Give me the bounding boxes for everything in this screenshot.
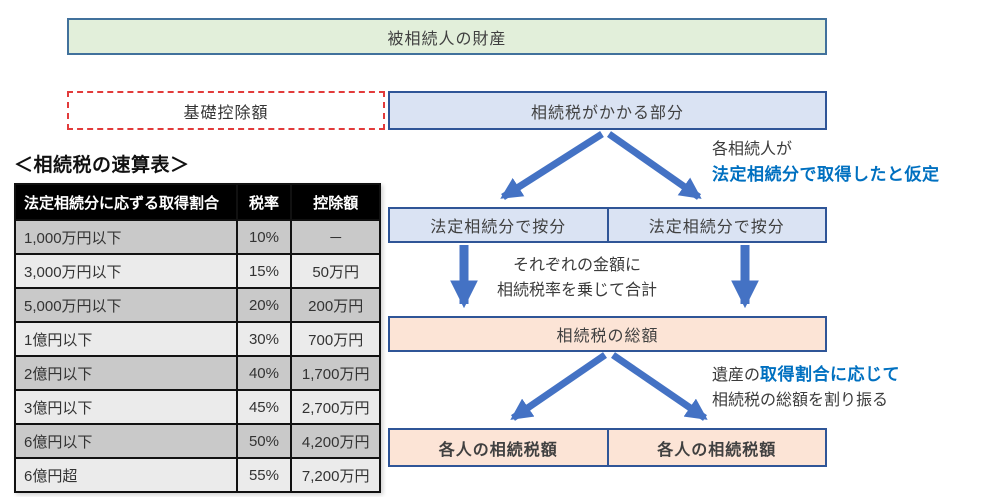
- range-cell: 5,000万円以下: [14, 287, 238, 323]
- annotation-allocate: 遺産の取得割合に応じて 相続税の総額を割り振る: [712, 362, 900, 413]
- table-header-row: 法定相続分に応ずる取得割合 税率 控除額: [14, 183, 381, 221]
- per-person-pair-box: 各人の相続税額 各人の相続税額: [388, 428, 827, 467]
- table-title: ＜相続税の速算表＞: [14, 155, 190, 176]
- deduction-cell: 1,700万円: [290, 355, 381, 391]
- table-row: 1,000万円以下 10% －: [14, 219, 381, 255]
- per-person-right-box: 各人の相続税額: [606, 430, 826, 465]
- table-row: 1億円以下 30% 700万円: [14, 321, 381, 357]
- range-cell: 6億円以下: [14, 423, 238, 459]
- annotation-allocate-prefix: 遺産の: [712, 367, 761, 384]
- rate-cell: 30%: [235, 321, 293, 357]
- deduction-cell: 2,700万円: [290, 389, 381, 425]
- range-cell: 2億円以下: [14, 355, 238, 391]
- arrow-taxable-to-right-apportion: [606, 131, 702, 200]
- apportion-left-box: 法定相続分で按分: [430, 219, 567, 236]
- rate-cell: 45%: [235, 389, 293, 425]
- annotation-assume: 各相続人が 法定相続分で取得したと仮定: [712, 137, 940, 187]
- deduction-cell: 200万円: [290, 287, 381, 323]
- deduction-cell: 4,200万円: [290, 423, 381, 459]
- header-deduction: 控除額: [290, 183, 381, 221]
- annotation-multiply-line1: それぞれの金額に: [512, 257, 641, 274]
- deduction-cell: 50万円: [290, 253, 381, 289]
- range-cell: 6億円超: [14, 457, 238, 493]
- rate-cell: 50%: [235, 423, 293, 459]
- arrow-total-to-left-person: [510, 352, 607, 421]
- range-cell: 3,000万円以下: [14, 253, 238, 289]
- table-row: 6億円超 55% 7,200万円: [14, 457, 381, 493]
- apportion-pair-box: 法定相続分で按分 法定相続分で按分: [388, 207, 827, 243]
- total-tax-box: 相続税の総額: [388, 316, 827, 352]
- range-cell: 1億円以下: [14, 321, 238, 357]
- range-cell: 3億円以下: [14, 389, 238, 425]
- annotation-allocate-highlight: 取得割合に応じて: [760, 365, 901, 384]
- basic-deduction-box: 基礎控除額: [67, 91, 385, 130]
- header-acquisition-ratio: 法定相続分に応ずる取得割合: [14, 183, 238, 221]
- table-row: 3億円以下 45% 2,700万円: [14, 389, 381, 425]
- table-row: 3,000万円以下 15% 50万円: [14, 253, 381, 289]
- rate-cell: 55%: [235, 457, 293, 493]
- annotation-allocate-line2: 相続税の総額を割り振る: [712, 392, 889, 409]
- header-tax-rate: 税率: [235, 183, 293, 221]
- deduction-cell: 700万円: [290, 321, 381, 357]
- rate-cell: 15%: [235, 253, 293, 289]
- taxable-portion-box: 相続税がかかる部分: [388, 91, 827, 130]
- annotation-allocate-line1: 遺産の取得割合に応じて: [712, 362, 900, 388]
- estate-property-box: 被相続人の財産: [67, 18, 827, 55]
- rate-cell: 40%: [235, 355, 293, 391]
- rate-cell: 10%: [235, 219, 293, 255]
- apportion-right-box: 法定相続分で按分: [606, 209, 826, 241]
- table-row: 5,000万円以下 20% 200万円: [14, 287, 381, 323]
- arrow-total-to-right-person: [611, 352, 708, 421]
- annotation-multiply: それぞれの金額に 相続税率を乗じて合計: [468, 253, 686, 303]
- annotation-assume-line1: 各相続人が: [712, 141, 793, 158]
- annotation-multiply-line2: 相続税率を乗じて合計: [496, 282, 657, 299]
- tax-rate-table: 法定相続分に応ずる取得割合 税率 控除額 1,000万円以下 10% － 3,0…: [14, 183, 381, 493]
- rate-cell: 20%: [235, 287, 293, 323]
- deduction-cell: －: [290, 219, 381, 255]
- range-cell: 1,000万円以下: [14, 219, 238, 255]
- table-row: 2億円以下 40% 1,700万円: [14, 355, 381, 391]
- deduction-cell: 7,200万円: [290, 457, 381, 493]
- table-row: 6億円以下 50% 4,200万円: [14, 423, 381, 459]
- per-person-left-box: 各人の相続税額: [438, 441, 558, 459]
- annotation-assume-line2: 法定相続分で取得したと仮定: [712, 165, 940, 184]
- arrow-taxable-to-left-apportion: [500, 131, 604, 200]
